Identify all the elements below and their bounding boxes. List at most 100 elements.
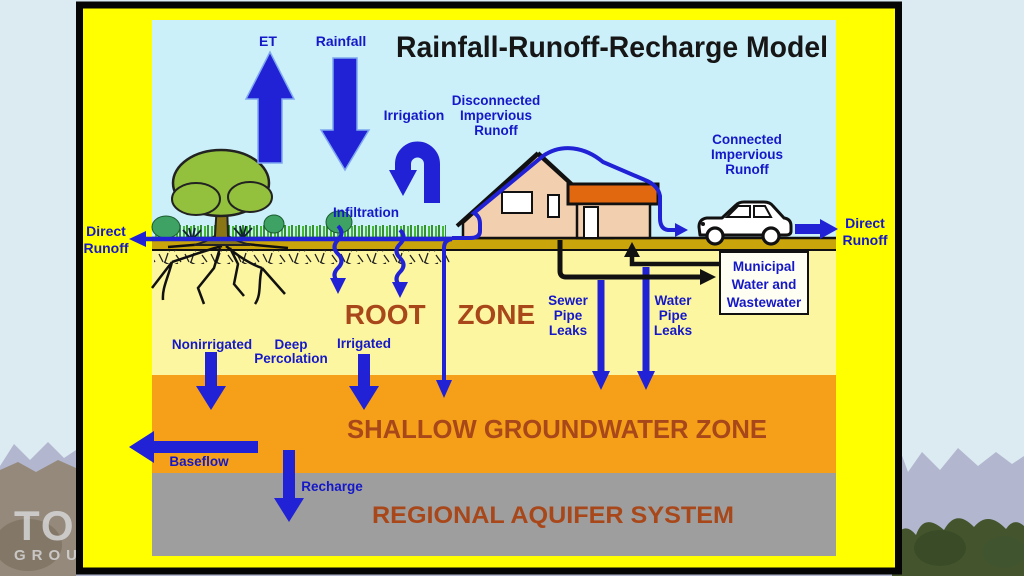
infiltration-arrows (332, 224, 406, 288)
direct-right-line2: Runoff (842, 232, 887, 248)
water-pipe-leaks-label: Water Pipe Leaks (654, 293, 692, 338)
root-ticks (154, 250, 450, 264)
water-pipe (624, 242, 720, 267)
direct-runoff-left-arrowhead (129, 231, 146, 247)
connected-line3: Runoff (725, 162, 769, 177)
baseflow-label: Baseflow (169, 454, 229, 469)
rainfall-label: Rainfall (316, 33, 367, 49)
sewer-leaks-line1: Sewer (548, 293, 589, 308)
connected-runoff-line (541, 146, 688, 237)
car-wheel (761, 226, 781, 246)
regional-zone-region (152, 473, 836, 556)
municipal-box-line3: Wastewater (727, 295, 802, 310)
rock-shadow (0, 519, 62, 571)
connected-line1: Connected (712, 132, 782, 147)
tree-canopy (171, 182, 221, 216)
disconnected-line1: Disconnected (452, 93, 541, 108)
sewer-leak-arrowhead (592, 371, 610, 390)
percolation-arrowhead (436, 380, 452, 398)
recharge-label: Recharge (301, 479, 363, 494)
watermark-line2: GROU (14, 547, 83, 564)
house-window (501, 191, 533, 214)
deep-percolation-label: Deep Percolation (254, 337, 328, 366)
car-window (724, 205, 773, 218)
rainfall-arrow (319, 57, 371, 172)
car-illustration (697, 200, 793, 246)
baseflow-arrow (129, 431, 258, 463)
tree-clump (982, 536, 1024, 568)
shallow-zone-label: SHALLOW GROUNDWATER ZONE (347, 414, 767, 444)
sewer-pipe (557, 240, 716, 285)
house-window-tall (547, 194, 560, 218)
direct-runoff-left-label: Direct Runoff (83, 223, 128, 256)
irrigation-arrowhead (389, 170, 417, 196)
recharge-arrow (274, 450, 304, 522)
deep-line1: Deep (274, 337, 307, 352)
car-headlight (701, 222, 705, 226)
et-arrow (244, 50, 296, 164)
water-leak-arrowhead (637, 371, 655, 390)
sewer-pipe-leaks-label: Sewer Pipe Leaks (548, 293, 589, 338)
municipal-water-box: Municipal Water and Wastewater (719, 251, 809, 315)
water-leaks-line2: Pipe (659, 308, 688, 323)
tree-roots (151, 242, 289, 305)
percolation-line (442, 237, 453, 382)
disconnected-line3: Runoff (474, 123, 518, 138)
infiltration-label: Infiltration (333, 205, 399, 220)
et-label: ET (259, 33, 277, 49)
regional-zone-label: REGIONAL AQUIFER SYSTEM (372, 502, 734, 529)
irrigation-arrow-curve (395, 141, 440, 203)
tree-clump (914, 530, 966, 566)
direct-right-line1: Direct (845, 215, 885, 231)
irrigation-arrow (389, 141, 440, 203)
water-leaks-line1: Water (654, 293, 692, 308)
garage-roof (566, 182, 660, 206)
irrigated-label: Irrigated (337, 336, 391, 351)
pavement-band (152, 239, 836, 249)
deep-line2: Percolation (254, 351, 328, 366)
connected-runoff-arrowhead (675, 223, 688, 237)
sewer-pipe-path (557, 240, 702, 280)
irrigation-label: Irrigation (384, 107, 445, 123)
tree-illustration (151, 148, 289, 305)
municipal-box-line2: Water and (732, 277, 797, 292)
infiltration-wavy-line (394, 228, 406, 288)
direct-left-line1: Direct (86, 223, 126, 239)
municipal-box-line1: Municipal (733, 259, 795, 274)
garage-door (583, 206, 599, 239)
plant (182, 227, 202, 241)
sewer-pipe-arrowhead (700, 269, 716, 285)
connected-runoff-path (541, 146, 675, 232)
car-wheel (705, 226, 725, 246)
infiltration-arrowhead (330, 278, 346, 294)
diagram-title: Rainfall-Runoff-Recharge Model (396, 31, 828, 64)
connected-impervious-runoff-label: Connected Impervious Runoff (711, 132, 783, 177)
bush (151, 215, 181, 239)
nonirrigated-arrow (196, 352, 226, 410)
shallow-zone-region (152, 375, 836, 473)
water-pipe-path (629, 254, 720, 267)
disconnected-line2: Impervious (460, 108, 532, 123)
nonirrigated-label: Nonirrigated (172, 337, 252, 352)
direct-runoff-right-label: Direct Runoff (842, 215, 887, 248)
root-zone-label: ROOT ZONE (345, 299, 535, 330)
connected-line2: Impervious (711, 147, 783, 162)
direct-left-line2: Runoff (83, 240, 128, 256)
water-pipe-arrowhead (624, 242, 640, 257)
infiltration-wavy-line (332, 224, 344, 284)
municipal-box-frame (719, 251, 809, 315)
plant (233, 225, 253, 239)
disconnected-runoff-line (140, 154, 545, 382)
water-leaks-line3: Leaks (654, 323, 692, 338)
sewer-leaks-line3: Leaks (549, 323, 587, 338)
irrigated-arrow (349, 354, 379, 410)
bush (325, 210, 353, 234)
roof-runoff-left-path (452, 154, 545, 240)
infiltration-arrowhead (392, 282, 408, 298)
disconnected-impervious-runoff-label: Disconnected Impervious Runoff (452, 93, 541, 138)
tree-canopy (227, 181, 273, 213)
house-illustration (455, 151, 660, 240)
bush (263, 214, 285, 234)
sewer-leaks-line2: Pipe (554, 308, 583, 323)
